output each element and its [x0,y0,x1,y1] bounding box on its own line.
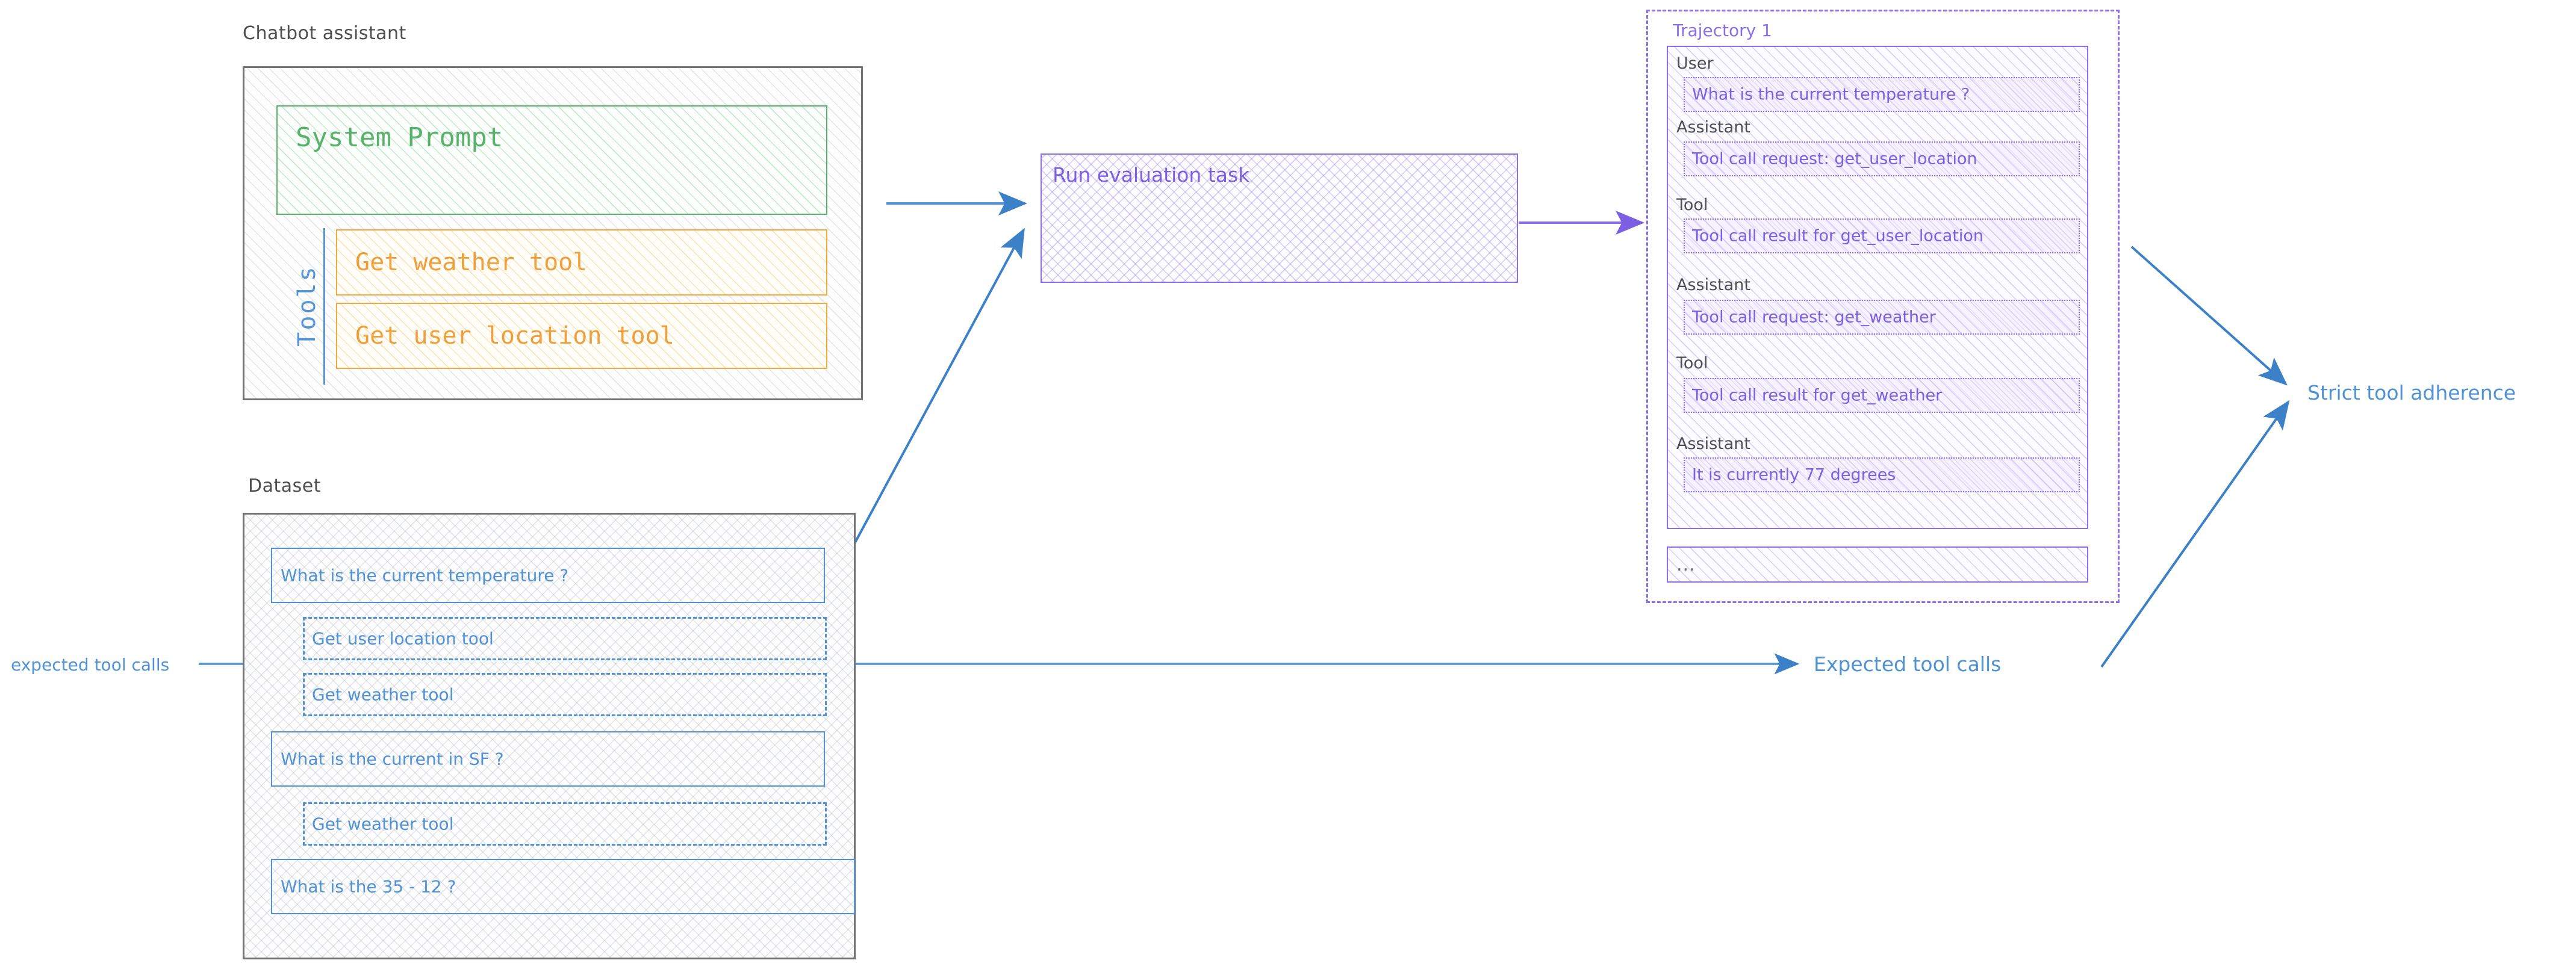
arrow-expected-to-adherence [2100,400,2290,668]
dataset-question-0[interactable]: What is the current temperature ? [271,548,825,603]
run-evaluation-task-label: Run evaluation task [1053,163,1250,187]
dataset-expected-tool-2[interactable]: Get weather tool [303,802,827,846]
dataset-expected-tool-text-2: Get weather tool [312,814,454,834]
trajectory-message-3[interactable]: Tool call request: get_weather [1684,300,2080,335]
label-expected-tool-calls-left: expected tool calls [11,655,170,675]
role-label-assistant-3: Assistant [1676,435,1751,453]
tools-label: Tools [293,265,321,347]
label-expected-tool-calls-right: Expected tool calls [1814,652,2002,676]
tool-label-get-weather: Get weather tool [355,249,588,276]
trajectory-title: Trajectory 1 [1673,20,1772,40]
dataset-question-1[interactable]: What is the current in SF ? [271,731,825,787]
trajectory-message-text-3: Tool call request: get_weather [1692,308,1936,327]
trajectory-message-1[interactable]: Tool call request: get_user_location [1684,141,2080,176]
chatbot-assistant-panel: System Prompt Tools Get weather tool Get… [243,66,863,400]
label-strict-tool-adherence: Strict tool adherence [2307,381,2516,404]
trajectory-message-text-2: Tool call result for get_user_location [1692,226,1984,246]
dataset-panel: What is the current temperature ? Get us… [243,513,856,959]
dataset-expected-tool-text-0: Get user location tool [312,628,494,649]
arrow-trajectory-to-adherence [2130,246,2288,386]
dataset-question-2[interactable]: What is the 35 - 12 ? [271,859,855,914]
trajectory-dashed-container [1646,10,2120,603]
trajectory-message-5[interactable]: It is currently 77 degrees [1684,457,2080,492]
system-prompt-box[interactable]: System Prompt [276,105,827,215]
dataset-panel-title: Dataset [248,475,321,497]
chatbot-panel-title: Chatbot assistant [243,23,406,44]
tools-rail-line [323,228,325,385]
role-label-assistant-2: Assistant [1676,276,1751,294]
tool-label-get-user-location: Get user location tool [355,322,674,350]
trajectory-message-text-1: Tool call request: get_user_location [1692,149,1977,169]
trajectory-ellipsis-label: ... [1676,554,1696,575]
system-prompt-label: System Prompt [296,122,503,153]
trajectory-more-box[interactable]: ... [1667,546,2088,583]
role-label-assistant-1: Assistant [1676,118,1751,137]
run-evaluation-task-box[interactable]: Run evaluation task [1041,153,1518,283]
role-label-tool-2: Tool [1676,354,1708,373]
trajectory-message-4[interactable]: Tool call result for get_weather [1684,378,2080,413]
trajectory-message-text-5: It is currently 77 degrees [1692,465,1896,484]
role-label-user-1: User [1676,54,1714,73]
trajectory-message-0[interactable]: What is the current temperature ? [1684,77,2080,112]
tool-box-get-weather[interactable]: Get weather tool [336,229,827,296]
dataset-question-text-1: What is the current in SF ? [281,749,504,769]
dataset-question-text-2: What is the 35 - 12 ? [281,876,456,897]
dataset-expected-tool-text-1: Get weather tool [312,684,454,705]
role-label-tool-1: Tool [1676,196,1708,214]
arrow-dataset-to-runeval [848,228,1025,554]
dataset-expected-tool-0[interactable]: Get user location tool [303,617,827,660]
trajectory-message-2[interactable]: Tool call result for get_user_location [1684,218,2080,253]
tool-box-get-user-location[interactable]: Get user location tool [336,303,827,369]
trajectory-message-text-4: Tool call result for get_weather [1692,386,1943,405]
dataset-expected-tool-1[interactable]: Get weather tool [303,673,827,716]
trajectory-message-text-0: What is the current temperature ? [1692,85,1970,104]
trajectory-messages-box: User What is the current temperature ? A… [1667,46,2088,529]
dataset-question-text-0: What is the current temperature ? [281,565,569,586]
